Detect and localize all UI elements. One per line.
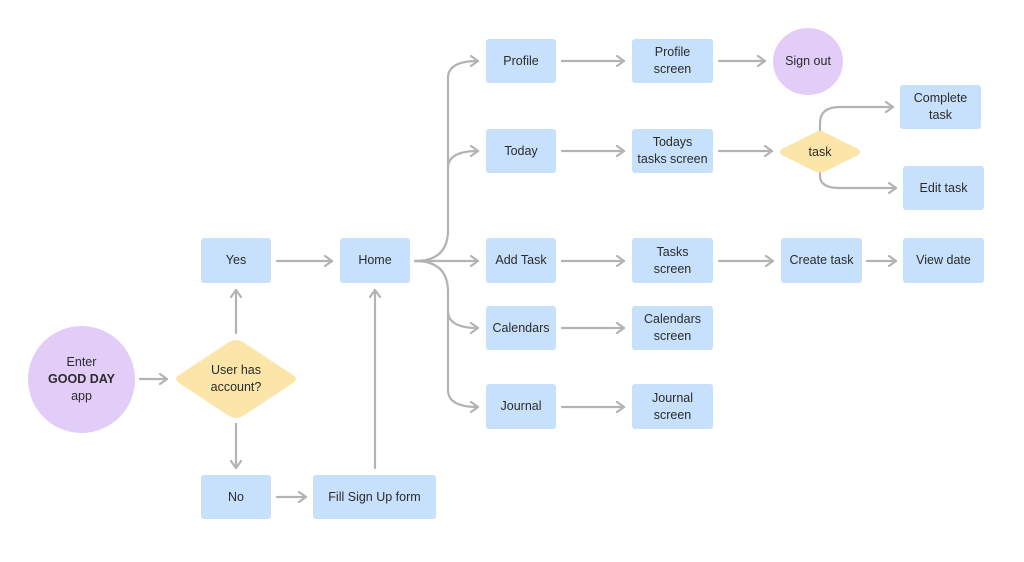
node-tasks-screen: Tasks screen	[632, 238, 713, 283]
node-create-task: Create task	[781, 238, 862, 283]
node-view-date: View date	[903, 238, 984, 283]
node-add-task: Add Task	[486, 238, 556, 283]
node-journal-screen-line2: screen	[653, 407, 692, 422]
node-today: Today	[486, 129, 556, 173]
arrow-home-to-journal	[446, 309, 480, 407]
node-calendars-label: Calendars	[492, 320, 550, 335]
node-todays-tasks-screen: Todays tasks screen	[632, 129, 713, 173]
node-complete-task-line1: Complete	[913, 91, 968, 105]
app-label: app	[71, 389, 92, 403]
arrow-home-to-today	[446, 151, 480, 170]
arrow-task-to-complete	[818, 107, 895, 133]
node-calendars-screen: Calendars screen	[632, 306, 713, 350]
node-profile-screen-line2: screen	[653, 62, 692, 76]
node-fill-sign-up-form: Fill Sign Up form	[313, 475, 436, 519]
arrow-home-to-calendars	[413, 259, 480, 328]
node-tasks-screen-line2: screen	[653, 261, 692, 276]
node-edit-task-label: Edit task	[919, 180, 968, 195]
enter-label: Enter	[66, 355, 97, 369]
decision-label-line1: User has	[210, 363, 262, 377]
node-edit-task: Edit task	[903, 166, 984, 210]
node-calendars: Calendars	[486, 306, 556, 350]
node-todays-tasks-line2: tasks screen	[637, 152, 708, 166]
node-sign-out-label: Sign out	[785, 54, 831, 68]
node-yes: Yes	[201, 238, 271, 283]
app-name-label: GOOD DAY	[48, 372, 115, 386]
start-node-enter-app: Enter GOOD DAY app	[28, 326, 135, 433]
node-calendars-screen-line2: screen	[653, 329, 692, 343]
node-view-date-label: View date	[916, 253, 971, 267]
node-journal-screen-line1: Journal	[652, 390, 693, 405]
node-profile-screen-line1: Profile	[654, 45, 691, 59]
decision-label-line2: account?	[210, 380, 262, 394]
node-create-task-label: Create task	[789, 253, 854, 267]
node-journal: Journal	[486, 384, 556, 429]
node-profile-screen: Profile screen	[632, 39, 713, 83]
decision-task-label: task	[808, 144, 832, 159]
node-today-label: Today	[504, 143, 538, 158]
node-profile-label: Profile	[503, 53, 539, 68]
node-todays-tasks-line1: Todays	[652, 135, 693, 149]
node-journal-screen: Journal screen	[632, 384, 713, 429]
node-no-label: No	[228, 489, 244, 504]
node-no: No	[201, 475, 271, 519]
node-fill-sign-up-label: Fill Sign Up form	[328, 489, 421, 504]
decision-user-has-account: User has account?	[173, 338, 299, 420]
decision-task: task	[778, 130, 862, 174]
node-calendars-screen-line1: Calendars	[644, 312, 701, 326]
node-add-task-label: Add Task	[495, 253, 547, 267]
node-tasks-screen-line1: Tasks	[656, 244, 689, 259]
node-yes-label: Yes	[225, 253, 247, 267]
node-home-label: Home	[358, 253, 392, 267]
arrow-task-to-edit	[818, 169, 898, 188]
node-complete-task: Complete task	[900, 85, 981, 129]
node-complete-task-line2: task	[929, 108, 952, 122]
arrow-home-to-profile	[413, 61, 480, 263]
node-profile: Profile	[486, 39, 556, 83]
node-home: Home	[340, 238, 410, 283]
node-journal-label: Journal	[500, 399, 542, 413]
node-sign-out: Sign out	[773, 28, 843, 95]
